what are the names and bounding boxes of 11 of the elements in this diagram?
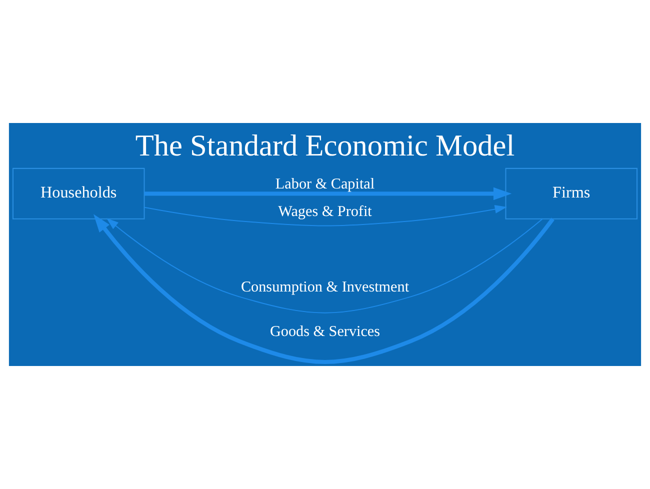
edge-label: Wages & Profit bbox=[278, 204, 372, 220]
arrow bbox=[106, 218, 543, 314]
diagram-title: The Standard Economic Model bbox=[135, 128, 515, 162]
edge-label: Goods & Services bbox=[270, 324, 380, 340]
edge-label: Labor & Capital bbox=[275, 176, 375, 193]
arrow bbox=[144, 205, 507, 226]
arrow bbox=[93, 214, 554, 364]
edge-label: Consumption & Investment bbox=[240, 280, 410, 296]
node-box: Firms bbox=[505, 168, 638, 220]
arrow bbox=[144, 187, 512, 200]
node-box: Households bbox=[12, 168, 145, 220]
